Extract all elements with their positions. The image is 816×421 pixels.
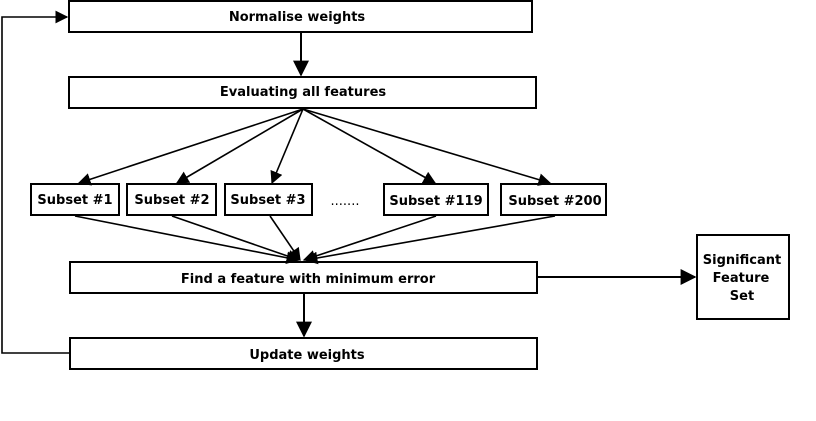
normalise-weights-label: Normalise weights [229,10,366,25]
arrow-subset-3-to-find [269,215,301,262]
arrow-evaluate-to-subset-1 [77,108,304,186]
subset-label-3: Subset #3 [230,193,305,208]
subset-label-2: Subset #2 [134,193,209,208]
significant-label-line-2: Feature [713,271,770,286]
update-weights-box [69,337,538,370]
subset-box-2 [126,183,217,216]
subset-box-119 [383,183,489,216]
evaluate-features-label: Evaluating all features [220,85,387,100]
arrow-subset-1-to-find [74,215,300,265]
significant-label-line-3: Set [730,289,754,304]
find-minimum-error-label: Find a feature with minimum error [181,272,436,287]
significant-feature-set-box [696,234,790,320]
arrow-evaluate-to-subset-119 [302,108,437,184]
arrow-subset-2-to-find [171,215,301,263]
arrow-subset-200-to-find [304,215,556,265]
significant-label-line-1: Significant [703,253,781,268]
arrow-subset-119-to-find [302,215,437,263]
arrow-update-loop-to-normalise [1,10,69,354]
subset-label-200: Subset #200 [508,194,601,209]
subset-box-1 [30,183,120,216]
subset-label-119: Subset #119 [389,194,482,209]
arrow-evaluate-to-subset-3 [270,108,304,185]
normalise-weights-box [68,0,533,33]
evaluate-features-box [68,76,537,109]
subset-box-3 [224,183,313,216]
find-minimum-error-box [69,261,538,294]
arrow-evaluate-to-subset-200 [302,108,552,186]
update-weights-label: Update weights [249,348,365,363]
arrow-evaluate-to-subset-2 [175,108,304,184]
subset-box-200 [500,183,607,216]
subset-ellipsis: ....... [331,194,360,209]
subset-label-1: Subset #1 [37,193,112,208]
